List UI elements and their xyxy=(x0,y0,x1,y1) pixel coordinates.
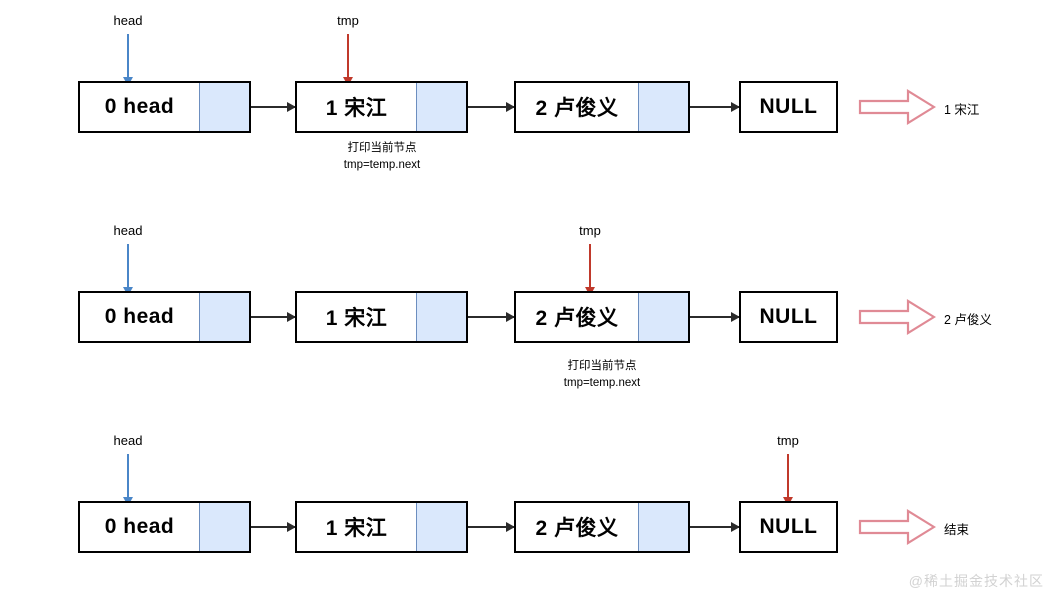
row-2-head-label: head xyxy=(113,223,143,238)
row-3-node-2-value: 2 卢俊义 xyxy=(535,517,619,540)
row-1-connector-2 xyxy=(690,102,740,112)
row-3-head-label: head xyxy=(113,433,143,448)
row-3-head-arrow xyxy=(123,454,133,506)
row-1-tmp-arrow xyxy=(343,34,353,86)
row-2-node-head: 0 head xyxy=(78,291,251,343)
row-3-node-null-value: NULL xyxy=(759,515,818,538)
row-1-output-label: 1 宋江 xyxy=(944,103,980,117)
row-3-node-head-next-cell xyxy=(199,503,249,551)
row-1-annotation-line1: 打印当前节点 xyxy=(347,142,417,154)
row-2-annotation: 打印当前节点 tmp=temp.next xyxy=(516,358,688,391)
row-1-node-2-next-cell xyxy=(638,83,688,131)
row-2-annotation-line2: tmp=temp.next xyxy=(563,376,641,389)
row-2-node-head-next-cell xyxy=(199,293,249,341)
row-3-tmp-arrow xyxy=(783,454,793,506)
row-2-tmp-arrow xyxy=(585,244,595,296)
row-3-connector-2 xyxy=(690,522,740,532)
row-1-head-arrow xyxy=(123,34,133,86)
row-1-node-1-value: 1 宋江 xyxy=(325,97,388,120)
watermark: @稀土掘金技术社区 xyxy=(908,573,1044,589)
row-2-output-arrow-icon xyxy=(858,299,936,335)
row-3-node-1-value: 1 宋江 xyxy=(325,517,388,540)
row-2-connector-2 xyxy=(690,312,740,322)
row-2-node-1-next-cell xyxy=(416,293,466,341)
row-2-connector-0 xyxy=(251,312,296,322)
row-1-annotation: 打印当前节点 tmp=temp.next xyxy=(296,140,468,173)
row-2-head-arrow xyxy=(123,244,133,296)
row-1-node-2: 2 卢俊义 xyxy=(514,81,690,133)
row-3-node-1-next-cell xyxy=(416,503,466,551)
row-3-node-2-next-cell xyxy=(638,503,688,551)
row-1-node-head-next-cell xyxy=(199,83,249,131)
row-2-node-2-next-cell xyxy=(638,293,688,341)
row-3-tmp-label: tmp xyxy=(777,433,799,448)
row-2-annotation-line1: 打印当前节点 xyxy=(567,360,637,372)
row-2-node-head-value: 0 head xyxy=(104,305,175,328)
row-1-node-null-value: NULL xyxy=(759,95,818,118)
row-2-node-1-value: 1 宋江 xyxy=(325,307,388,330)
row-3-connector-1 xyxy=(468,522,515,532)
row-3-node-head: 0 head xyxy=(78,501,251,553)
row-3-connector-0 xyxy=(251,522,296,532)
row-3-output-label: 结束 xyxy=(944,523,970,537)
row-3-output-arrow-icon xyxy=(858,509,936,545)
row-1-node-1-next-cell xyxy=(416,83,466,131)
row-1-node-2-value: 2 卢俊义 xyxy=(535,97,619,120)
row-3-node-2: 2 卢俊义 xyxy=(514,501,690,553)
row-1-tmp-label: tmp xyxy=(337,13,359,28)
row-1-annotation-line2: tmp=temp.next xyxy=(343,158,421,171)
row-1-connector-1 xyxy=(468,102,515,112)
row-3-node-1: 1 宋江 xyxy=(295,501,468,553)
row-1-node-1: 1 宋江 xyxy=(295,81,468,133)
row-1-node-null: NULL xyxy=(739,81,838,133)
row-1-output-arrow-icon xyxy=(858,89,936,125)
row-2-node-null: NULL xyxy=(739,291,838,343)
row-2-node-2-value: 2 卢俊义 xyxy=(535,307,619,330)
row-2-connector-1 xyxy=(468,312,515,322)
row-1-node-head-value: 0 head xyxy=(104,95,175,118)
row-1-head-label: head xyxy=(113,13,143,28)
row-2-output-label: 2 卢俊义 xyxy=(944,313,992,327)
row-2-node-2: 2 卢俊义 xyxy=(514,291,690,343)
row-3-node-head-value: 0 head xyxy=(104,515,175,538)
row-2-tmp-label: tmp xyxy=(579,223,601,238)
row-1-connector-0 xyxy=(251,102,296,112)
row-2-node-1: 1 宋江 xyxy=(295,291,468,343)
row-3-node-null: NULL xyxy=(739,501,838,553)
row-1-node-head: 0 head xyxy=(78,81,251,133)
row-2-node-null-value: NULL xyxy=(759,305,818,328)
